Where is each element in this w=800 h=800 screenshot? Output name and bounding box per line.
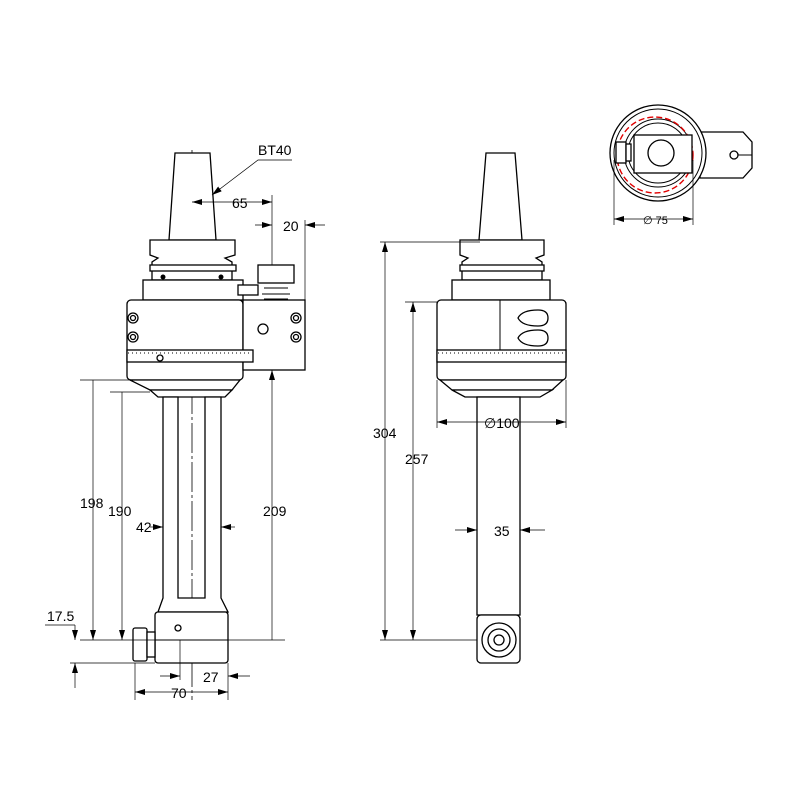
mounting-tab — [699, 131, 753, 179]
dim-diameter-100: ∅100 — [484, 415, 520, 431]
bt40-taper — [168, 152, 217, 241]
dim-65: 65 — [232, 195, 248, 211]
extension-shaft — [157, 396, 230, 613]
dim-70: 70 — [171, 685, 187, 701]
main-body — [126, 299, 244, 381]
dim-209: 209 — [263, 503, 287, 519]
dim-190: 190 — [108, 503, 132, 519]
adapter-ring — [142, 279, 244, 301]
tool-flange — [149, 239, 236, 281]
front-view: 304 257 ∅100 35 — [373, 152, 567, 664]
dim-198: 198 — [80, 495, 104, 511]
bt40-taper — [478, 152, 523, 241]
bt40-label: BT40 — [258, 142, 292, 158]
tool-flange — [459, 239, 545, 281]
angle-head — [154, 611, 229, 664]
dim-20: 20 — [283, 218, 299, 234]
stop-block — [257, 264, 295, 284]
top-view: ∅ 75 — [609, 104, 753, 227]
side-view: BT40 65 20 198 190 42 209 17.5 27 70 — [45, 142, 325, 701]
dim-17-5: 17.5 — [47, 608, 74, 624]
clamp-nut — [132, 627, 148, 662]
dim-27: 27 — [203, 669, 219, 685]
dim-304: 304 — [373, 425, 397, 441]
dim-diameter-75: ∅ 75 — [643, 215, 668, 227]
extension-shaft — [476, 396, 521, 616]
dim-35: 35 — [494, 523, 510, 539]
dim-257: 257 — [405, 451, 429, 467]
scale-band — [126, 349, 254, 363]
dim-42: 42 — [136, 519, 152, 535]
